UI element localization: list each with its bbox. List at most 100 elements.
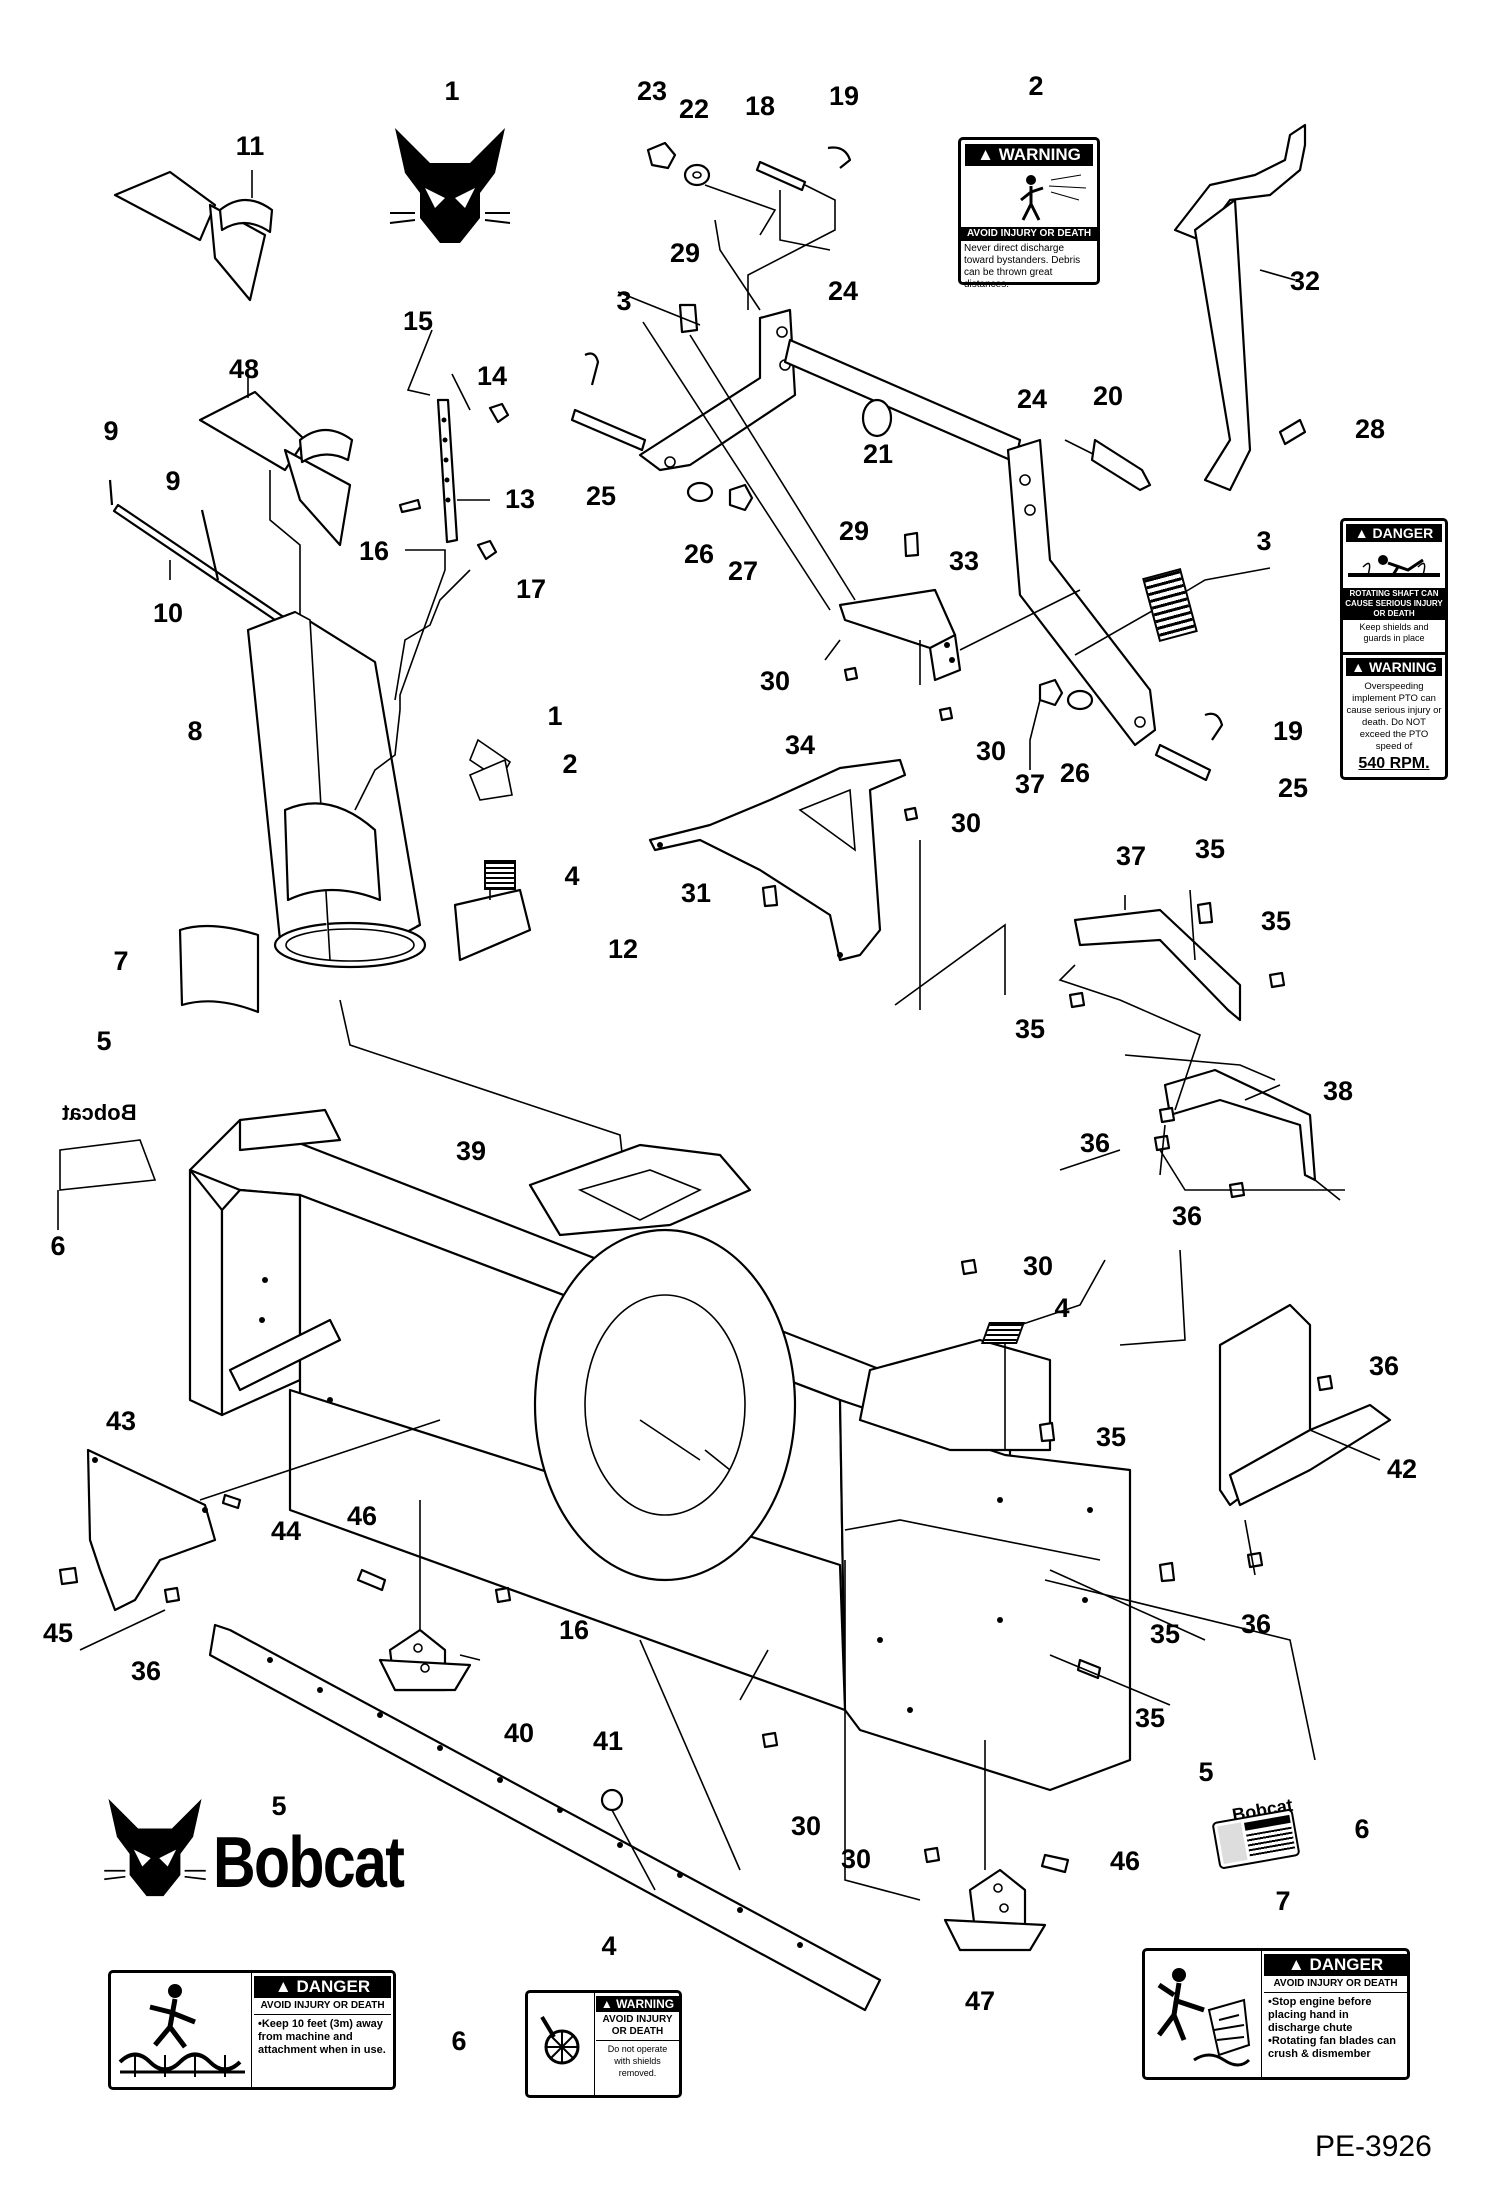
left-bobcat-decal (57, 1139, 157, 1230)
decal-subhead: AVOID INJURY OR DEATH (596, 2012, 679, 2041)
callout-30: 30 (841, 1844, 871, 1874)
callout-25: 25 (1278, 773, 1308, 803)
callout-25: 25 (586, 481, 616, 511)
part-18-pin (747, 146, 852, 310)
callout-30: 30 (791, 1811, 821, 1841)
decal-bullets: Keep 10 feet (3m) away from machine and … (254, 2015, 391, 2060)
callout-44: 44 (271, 1516, 301, 1546)
callout-7: 7 (1275, 1886, 1290, 1916)
decal-text-lines (1246, 1826, 1296, 1857)
decal-divider (1261, 1951, 1262, 2077)
part-9-10-rod-pins (108, 479, 290, 628)
fasteners (58, 402, 1334, 1864)
callout-6: 6 (1354, 1814, 1369, 1844)
callout-20: 20 (1093, 381, 1123, 411)
callout-36: 36 (1080, 1128, 1110, 1158)
header-text: DANGER (296, 1977, 371, 1996)
part-47-skid-shoe-right (943, 1740, 1070, 1952)
decal-warning-pto: ▲ WARNING Overspeeding implement PTO can… (1340, 652, 1448, 780)
shaft-entanglement-icon (1348, 555, 1440, 577)
part-22-23-hardware (646, 141, 777, 236)
decal-header: ▲ WARNING (596, 1996, 679, 2012)
part-40-cutting-edge (208, 1623, 882, 2012)
bobcat-wordmark-mirrored: Bobcat (62, 1100, 137, 1125)
decal-body: Never direct discharge toward bystanders… (964, 243, 1081, 290)
part-25-pin-left (570, 352, 647, 452)
warning-triangle-icon: ▲ (274, 1977, 292, 1996)
hand-in-fan-icon (1157, 1968, 1251, 2067)
header-text: WARNING (616, 1997, 675, 2011)
callout-24: 24 (828, 276, 858, 306)
callout-14: 14 (477, 361, 507, 391)
warning-triangle-icon: ▲ (1351, 659, 1366, 675)
part-42-panel (1218, 1303, 1392, 1507)
part-24-right-arm (1006, 438, 1157, 747)
decal-header: ▲ WARNING (965, 144, 1093, 166)
callout-6: 6 (50, 1231, 65, 1261)
callout-29: 29 (670, 238, 700, 268)
callout-21: 21 (863, 439, 893, 469)
decal-4-small-chute (484, 860, 516, 890)
callout-1: 1 (547, 701, 562, 731)
callout-41: 41 (593, 1726, 623, 1756)
decal-text-column: ▲ WARNING AVOID INJURY OR DEATH Do not o… (596, 1996, 679, 2081)
callout-35: 35 (1135, 1703, 1165, 1733)
part-32-handle (1173, 123, 1307, 492)
callout-15: 15 (403, 306, 433, 336)
callout-19: 19 (829, 81, 859, 111)
warning-triangle-icon: ▲ (1287, 1955, 1305, 1974)
bobcat-wordmark-large: Bobcat (213, 1823, 405, 1903)
callout-30: 30 (1023, 1251, 1053, 1281)
decal-danger-shaft: ▲ DANGER ROTATING SHAFT CAN CAUSE SERIOU… (1340, 518, 1448, 658)
callout-34: 34 (785, 730, 815, 760)
callout-37: 37 (1015, 769, 1045, 799)
callout-26: 26 (684, 539, 714, 569)
callout-36: 36 (1241, 1609, 1271, 1639)
callout-5: 5 (96, 1026, 111, 1056)
callout-16: 16 (559, 1615, 589, 1645)
callout-3: 3 (1256, 526, 1271, 556)
part-11-deflector (113, 170, 274, 302)
callout-26: 26 (1060, 758, 1090, 788)
part-34-frame (648, 758, 907, 962)
part-38-guard (1163, 1068, 1341, 1201)
decal-bullets: Stop engine before placing hand in disch… (1264, 1993, 1407, 2064)
part-43-plate (86, 1419, 441, 1612)
callout-23: 23 (637, 76, 667, 106)
callout-30: 30 (976, 736, 1006, 766)
callout-9: 9 (103, 416, 118, 446)
callout-45: 45 (43, 1618, 73, 1648)
callout-40: 40 (504, 1718, 534, 1748)
decal-bullet: Stop engine before placing hand in disch… (1268, 1996, 1403, 2035)
decal-header: ▲ DANGER (1346, 524, 1442, 542)
decal-divider (594, 1993, 595, 2095)
bobcat-head-logo-bottom (104, 1798, 206, 1897)
part-7-shield (178, 924, 260, 1014)
callout-48: 48 (229, 354, 259, 384)
decal-danger-distance: ▲ DANGER AVOID INJURY OR DEATH Keep 10 f… (108, 1970, 396, 2090)
callout-5: 5 (271, 1791, 286, 1821)
decal-pictogram (1217, 1822, 1248, 1864)
decal-body: Keep shields and guards in place (1359, 622, 1429, 643)
callout-30: 30 (760, 666, 790, 696)
callout-43: 43 (106, 1406, 136, 1436)
part-29-bolt (678, 303, 856, 601)
callout-5: 5 (1198, 1757, 1213, 1787)
decal-bullet: Keep 10 feet (3m) away from machine and … (258, 2018, 387, 2057)
callout-16: 16 (359, 536, 389, 566)
part-8-chute (246, 610, 626, 1181)
decal-body: Do not operate with shields removed. (607, 2044, 668, 2078)
callout-12: 12 (608, 934, 638, 964)
callout-4: 4 (601, 1931, 616, 1961)
callout-leaders (79, 291, 1345, 1761)
callout-1: 1 (444, 76, 459, 106)
callout-30: 30 (951, 808, 981, 838)
callout-10: 10 (153, 598, 183, 628)
part-46-skid-shoe-left (356, 1500, 472, 1692)
header-text: WARNING (1369, 659, 1437, 675)
callout-29: 29 (839, 516, 869, 546)
callout-35: 35 (1150, 1619, 1180, 1649)
decal-text-column: ▲ DANGER AVOID INJURY OR DEATH Keep 10 f… (254, 1976, 391, 2060)
callout-35: 35 (1096, 1422, 1126, 1452)
